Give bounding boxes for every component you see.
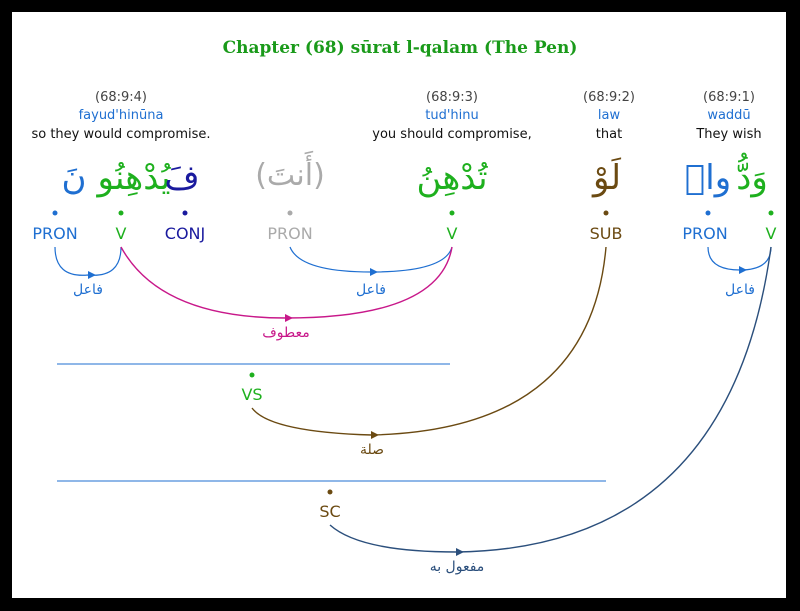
relation-label: مفعول به (429, 559, 485, 575)
node-dot-sc (327, 489, 333, 495)
arabic-segment-pron: وا۟ (684, 158, 732, 198)
relation-label: فاعل (356, 282, 386, 298)
arabic-segment-verb: تُدْهِنُ (416, 158, 488, 198)
arabic-segment-verb: وَدُّ (736, 158, 768, 198)
sila-arc (251, 246, 607, 439)
object-arc (329, 246, 772, 556)
word-translit: law (597, 108, 621, 123)
word-gloss: you should compromise, (372, 127, 532, 142)
chapter-title: Chapter (68) sūrat l-qalam (The Pen) (222, 38, 578, 58)
word-translit: tud'hinu (425, 108, 479, 123)
node-dot-vs (249, 372, 255, 378)
pos-tag: CONJ (164, 224, 206, 243)
word-gloss: that (595, 127, 623, 142)
node-dot (768, 210, 774, 216)
word-ref: (68:9:2) (583, 90, 635, 105)
word-gloss: They wish (696, 127, 762, 142)
arabic-segment-pron: نَ (61, 158, 87, 198)
phrase-node-vs: VS (241, 385, 263, 404)
relation-label: فاعل (73, 282, 103, 298)
subject-arc-3 (707, 246, 772, 274)
pos-tag: V (115, 224, 127, 243)
word-ref: (68:9:3) (426, 90, 478, 105)
phrase-node-sc: SC (319, 502, 341, 521)
word-ref: (68:9:4) (95, 90, 147, 105)
relation-label: فاعل (725, 282, 755, 298)
conjunction-arc (120, 246, 453, 322)
node-dot (449, 210, 455, 216)
node-dot (182, 210, 188, 216)
subject-arc-1 (54, 246, 122, 279)
relation-label: معطوف (262, 325, 310, 341)
relation-label: صلة (359, 442, 385, 458)
node-dot (705, 210, 711, 216)
word-gloss: so they would compromise. (31, 127, 211, 142)
word-translit: fayud'hinūna (78, 108, 164, 123)
pos-tag: PRON (682, 224, 728, 243)
node-dot (118, 210, 124, 216)
node-dot (287, 210, 293, 216)
pos-tag: V (446, 224, 458, 243)
arabic-segment-verb: يُدْهِنُو (97, 158, 171, 198)
node-dot (52, 210, 58, 216)
pos-tag: V (765, 224, 777, 243)
arabic-hidden-pronoun: (أَنتَ) (255, 158, 325, 193)
pos-tag: PRON (32, 224, 78, 243)
word-ref: (68:9:1) (703, 90, 755, 105)
arabic-segment-conj: فَ (164, 158, 200, 198)
subject-arc-2 (289, 246, 453, 276)
node-dot (603, 210, 609, 216)
arabic-segment-sub: لَوْ (593, 158, 621, 198)
pos-tag: SUB (589, 224, 623, 243)
pos-tag: PRON (267, 224, 313, 243)
diagram-canvas (12, 12, 786, 598)
word-translit: waddū (707, 108, 751, 123)
